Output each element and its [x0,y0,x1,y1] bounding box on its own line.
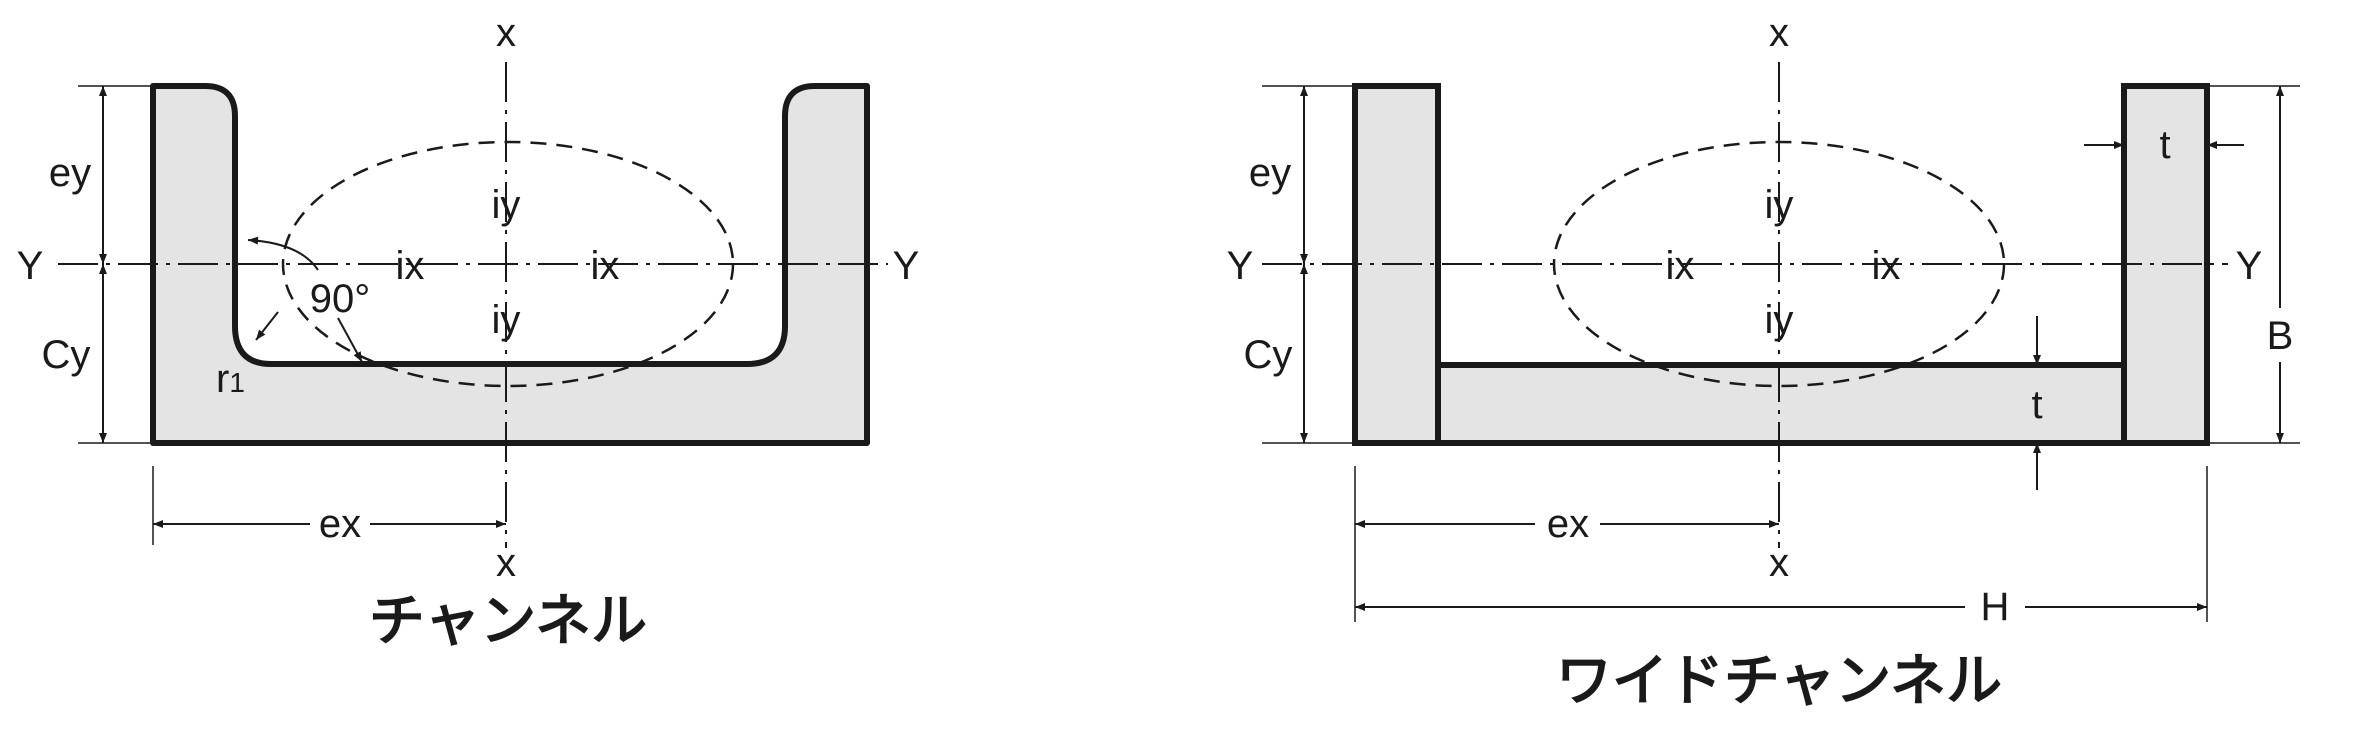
y-axis-label-right: Y [893,244,920,288]
x-axis-label-bottom: x [1769,541,1789,585]
channel-diagram: x x Y Y ey Cy ex ix ix iy iy 90° r1 チャンネ… [17,11,920,652]
y-axis-label-right: Y [2236,244,2263,288]
radius-label: r1 [216,357,245,401]
ix-label-right: ix [1872,244,1901,288]
ey-label: ey [49,151,91,195]
radius-leader [255,311,279,341]
y-axis-label-left: Y [17,244,44,288]
iy-label-top: iy [1765,183,1794,227]
ix-label-left: ix [396,244,425,288]
channel-section [150,83,870,446]
x-axis-label-top: x [496,11,516,55]
cy-label: Cy [1244,333,1293,377]
angle-arc [247,236,319,271]
wide-channel-diagram: x x Y Y ey Cy ex ix ix iy iy t t B H ワイド… [1227,11,2300,712]
iy-label-bottom: iy [492,298,521,342]
t-web-label: t [2031,383,2042,427]
x-axis-label-top: x [1769,11,1789,55]
wide-channel-web [1435,362,2127,446]
b-label: B [2267,314,2294,358]
h-label: H [1981,585,2010,629]
angle-label: 90° [310,277,371,321]
ix-label-right: ix [591,244,620,288]
iy-label-bottom: iy [1765,298,1794,342]
ey-label: ey [1249,151,1291,195]
channel-title: チャンネル [369,589,647,652]
x-axis-label-bottom: x [496,541,516,585]
cy-label: Cy [42,333,91,377]
angle-leader [337,317,363,363]
ex-label: ex [1547,502,1589,546]
y-axis-label-left: Y [1227,244,1254,288]
t-flange-label: t [2159,123,2170,167]
ix-label-left: ix [1666,244,1695,288]
ex-label: ex [319,502,361,546]
iy-label-top: iy [492,183,521,227]
wide-channel-title: ワイドチャンネル [1556,649,2002,712]
